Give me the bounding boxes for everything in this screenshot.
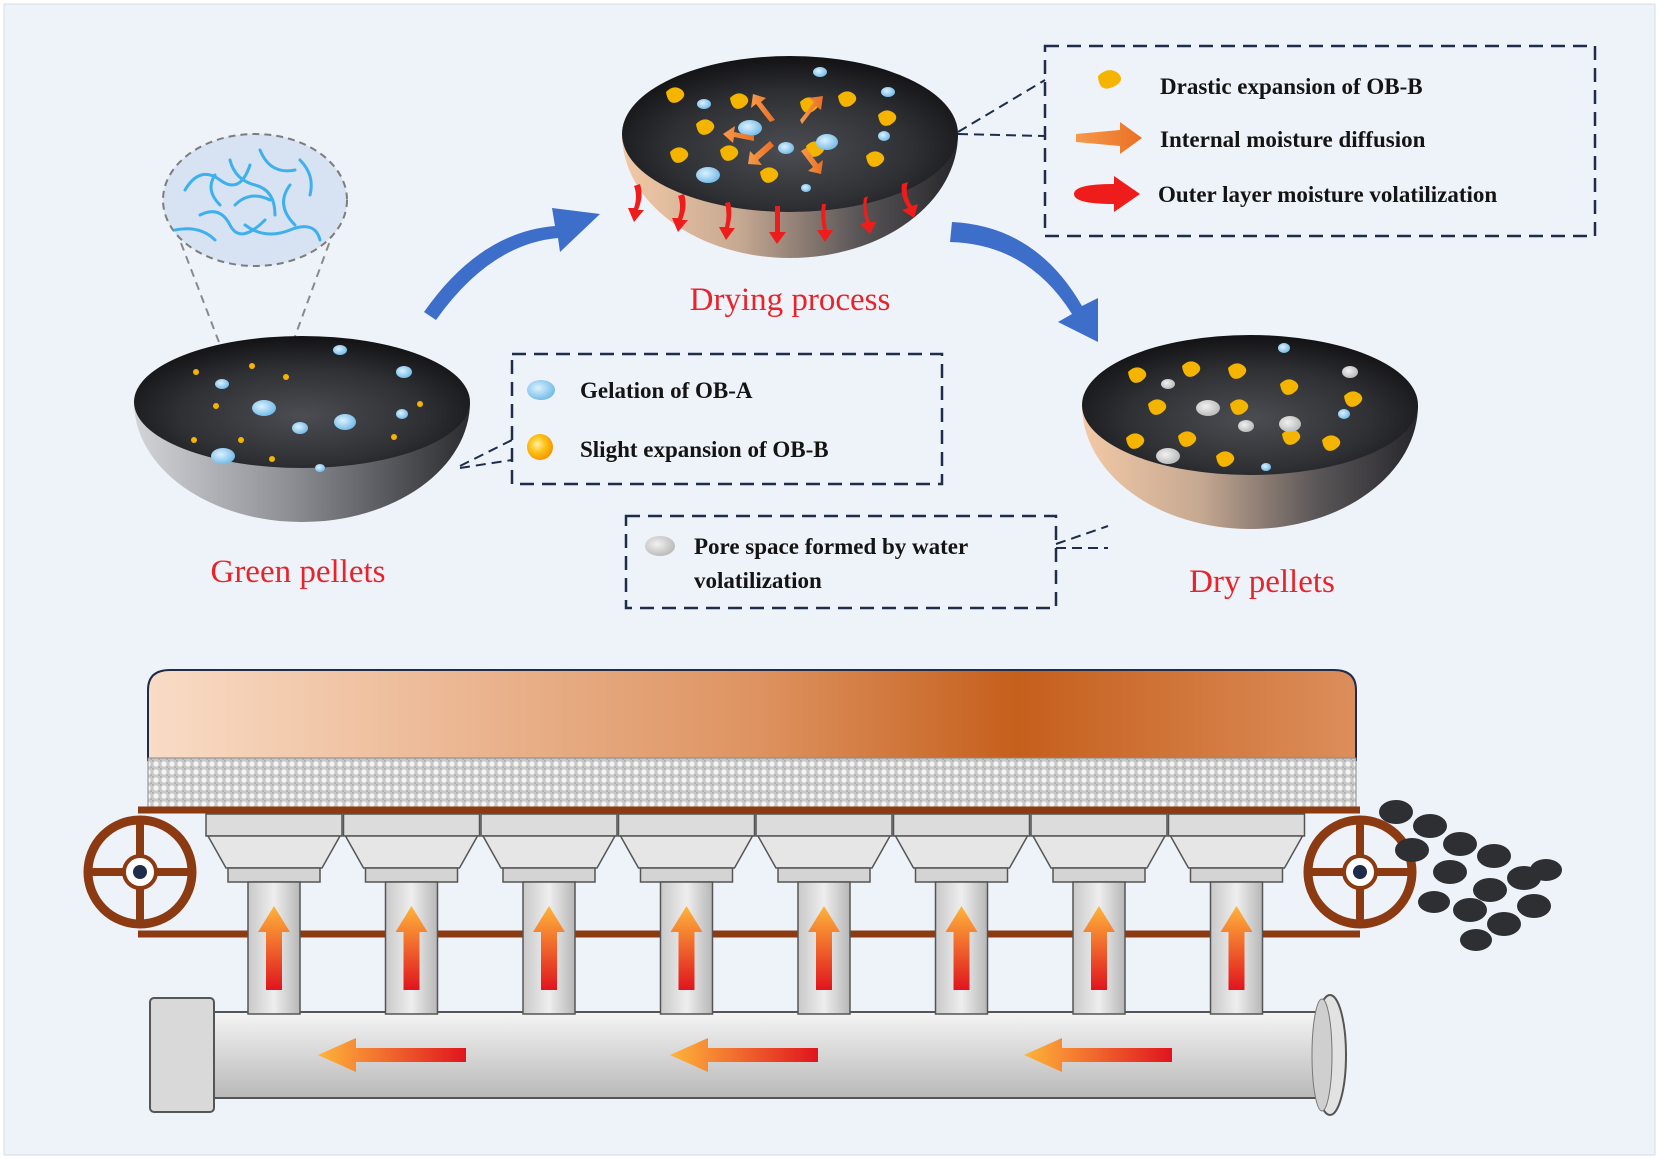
- process-arrow-to-dry: [950, 222, 1098, 342]
- drying-process-label: Drying process: [690, 282, 891, 318]
- air-hoppers: [205, 813, 1306, 1015]
- air-hopper: [617, 813, 756, 1015]
- green-legend-box: Gelation of OB-A Slight expansion of OB-…: [459, 352, 944, 486]
- heat-up-arrow: [258, 906, 290, 990]
- heating-chamber: [147, 669, 1357, 761]
- duct-flow-arrows: [318, 1038, 1172, 1072]
- outer-volatilization-arrows: [628, 182, 918, 244]
- air-hopper: [755, 813, 893, 1015]
- internal-diffusion-legend-label: Internal moisture diffusion: [1160, 127, 1426, 152]
- dry-pellet-pile: [1379, 800, 1562, 951]
- heat-up-arrow: [808, 906, 840, 990]
- heat-up-arrow: [533, 906, 565, 990]
- heat-up-arrow: [1083, 906, 1115, 990]
- fiber-network-icon: [173, 148, 322, 242]
- drying-legend-box: Drastic expansion of OB-B Internal moist…: [957, 44, 1597, 238]
- oba-gel-icon: [527, 380, 555, 400]
- gelation-legend-label: Gelation of OB-A: [580, 378, 753, 403]
- obb-slight-dots: [191, 363, 423, 462]
- internal-diffusion-icon: [1076, 122, 1142, 154]
- heat-up-arrow: [945, 906, 978, 990]
- binder-network-zoom: [162, 133, 348, 351]
- pore-legend-line1: Pore space formed by water: [694, 534, 968, 559]
- drying-bubbles: [696, 67, 895, 192]
- air-hopper: [1030, 813, 1168, 1015]
- dry-obb-blobs: [1126, 361, 1363, 467]
- outer-volatilization-icon: [1074, 176, 1140, 212]
- dry-pellets-label: Dry pellets: [1189, 564, 1335, 600]
- air-hopper: [342, 813, 481, 1015]
- process-arrow-to-drying: [424, 208, 600, 320]
- heat-up-arrow: [670, 906, 703, 990]
- outer-volatilization-legend-label: Outer layer moisture volatilization: [1158, 182, 1497, 207]
- conveyor-belt: [138, 806, 1360, 938]
- drastic-expansion-legend-label: Drastic expansion of OB-B: [1160, 74, 1423, 99]
- pore-legend-line2: volatilization: [694, 568, 822, 593]
- dry-legend-box: Pore space formed by water volatilizatio…: [624, 514, 1109, 610]
- air-hopper: [480, 813, 618, 1015]
- pore-spaces: [1156, 343, 1358, 471]
- heat-up-arrow: [395, 906, 428, 990]
- obb-slight-icon: [527, 434, 553, 460]
- oba-gel-bubbles: [211, 345, 412, 472]
- obb-drastic-icon: [1098, 70, 1122, 89]
- drying-machine: [83, 669, 1562, 1116]
- green-pellets-label: Green pellets: [210, 554, 385, 590]
- dry-pellet-hemisphere: [1082, 335, 1418, 529]
- internal-diffusion-arrows: [723, 94, 823, 174]
- obb-drastic-blobs: [666, 87, 897, 183]
- heat-up-arrow: [1220, 906, 1253, 990]
- air-hopper: [205, 813, 343, 1015]
- drying-pellet-hemisphere: [622, 56, 958, 258]
- left-belt-wheel: [83, 815, 197, 929]
- green-pellet-hemisphere: [134, 133, 470, 522]
- duct-inlet-cap: [149, 997, 215, 1113]
- pore-icon: [645, 536, 675, 556]
- air-hopper: [1167, 813, 1306, 1015]
- pellet-bed-mesh: [147, 757, 1357, 809]
- air-hopper: [892, 813, 1031, 1015]
- right-belt-wheel: [1303, 815, 1417, 929]
- slight-expansion-legend-label: Slight expansion of OB-B: [580, 437, 829, 462]
